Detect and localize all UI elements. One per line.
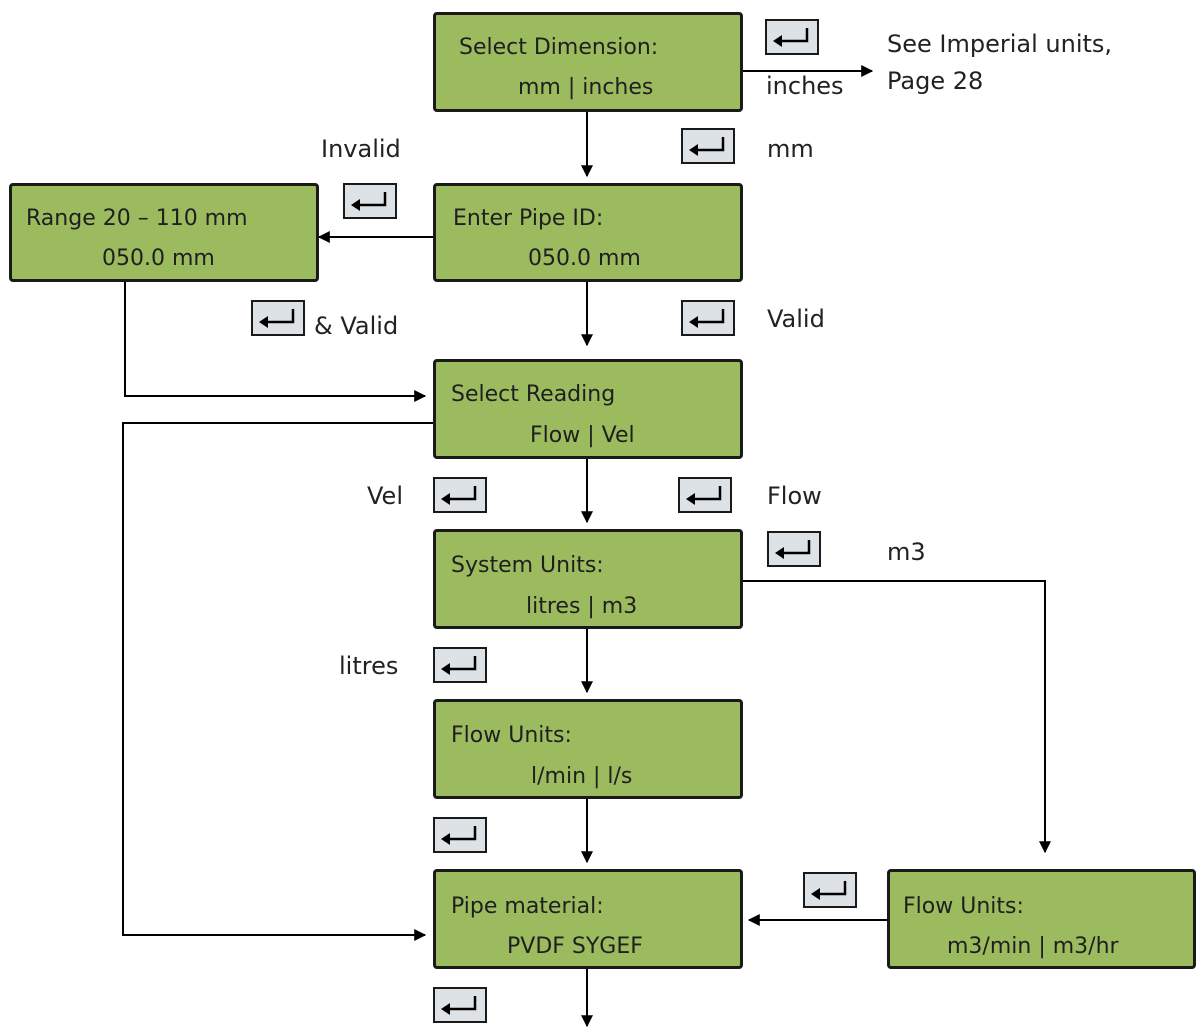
and-valid-label: & Valid (314, 312, 399, 340)
range-box: Range 20 – 110 mm 050.0 mm (9, 183, 319, 282)
select-reading-title: Select Reading (451, 382, 616, 407)
enter-key-inches (765, 19, 819, 55)
enter-key-m3-flow-units (803, 872, 857, 908)
inches-label: inches (766, 72, 844, 100)
return-arrow-icon (689, 309, 725, 328)
system-units-title: System Units: (451, 553, 604, 578)
enter-pipe-id-box: Enter Pipe ID: 050.0 mm (433, 183, 743, 282)
enter-key-litres (433, 647, 487, 683)
return-arrow-icon (689, 137, 725, 156)
enter-key-m3 (767, 531, 821, 567)
flow-units-litres-title: Flow Units: (451, 723, 572, 748)
system-units-options: litres | m3 (526, 594, 638, 619)
enter-pipe-id-title: Enter Pipe ID: (453, 206, 604, 231)
flow-units-m3-box: Flow Units: m3/min | m3/hr (887, 869, 1196, 969)
return-arrow-icon (259, 309, 295, 328)
select-dimension-box: Select Dimension: mm | inches (433, 12, 743, 112)
return-arrow-icon (811, 881, 847, 900)
range-value: 050.0 mm (102, 246, 215, 271)
enter-pipe-id-value: 050.0 mm (528, 246, 641, 271)
enter-key-flow (678, 477, 732, 513)
invalid-label: Invalid (321, 135, 401, 163)
pipe-material-box: Pipe material: PVDF SYGEF (433, 869, 743, 969)
enter-key-flow-units (433, 817, 487, 853)
return-arrow-icon (686, 486, 722, 505)
vel-label: Vel (367, 482, 403, 510)
flow-units-litres-box: Flow Units: l/min | l/s (433, 699, 743, 799)
enter-key-invalid (343, 183, 397, 219)
flow-label: Flow (767, 482, 822, 510)
select-reading-options: Flow | Vel (530, 423, 635, 448)
return-arrow-icon (441, 826, 477, 845)
m3-label: m3 (887, 538, 926, 566)
arrow-vel-to-pipe-material (122, 422, 433, 941)
see-imperial-label: See Imperial units, (887, 30, 1113, 58)
system-units-box: System Units: litres | m3 (433, 529, 743, 629)
valid-label: Valid (767, 305, 825, 333)
return-arrow-icon (441, 656, 477, 675)
range-title: Range 20 – 110 mm (26, 206, 248, 231)
enter-key-vel (433, 477, 487, 513)
pipe-material-title: Pipe material: (451, 894, 604, 919)
select-reading-box: Select Reading Flow | Vel (433, 359, 743, 459)
flow-units-m3-title: Flow Units: (903, 894, 1024, 919)
return-arrow-icon (351, 192, 387, 211)
enter-key-pipe-material (433, 987, 487, 1023)
pipe-material-value: PVDF SYGEF (507, 934, 643, 959)
return-arrow-icon (441, 486, 477, 505)
select-dimension-options: mm | inches (518, 75, 654, 100)
litres-label: litres (339, 652, 399, 680)
select-dimension-title: Select Dimension: (459, 35, 659, 60)
return-arrow-icon (773, 28, 809, 47)
enter-key-valid (681, 300, 735, 336)
return-arrow-icon (441, 996, 477, 1015)
flow-units-litres-options: l/min | l/s (531, 764, 633, 789)
flow-units-m3-options: m3/min | m3/hr (947, 934, 1119, 959)
enter-key-mm (681, 128, 735, 164)
page-28-label: Page 28 (887, 67, 984, 95)
arrow-m3-to-flow-units (743, 580, 1051, 854)
mm-label: mm (767, 135, 814, 163)
enter-key-and-valid (251, 300, 305, 336)
return-arrow-icon (775, 540, 811, 559)
arrow-range-to-reading (124, 282, 427, 402)
